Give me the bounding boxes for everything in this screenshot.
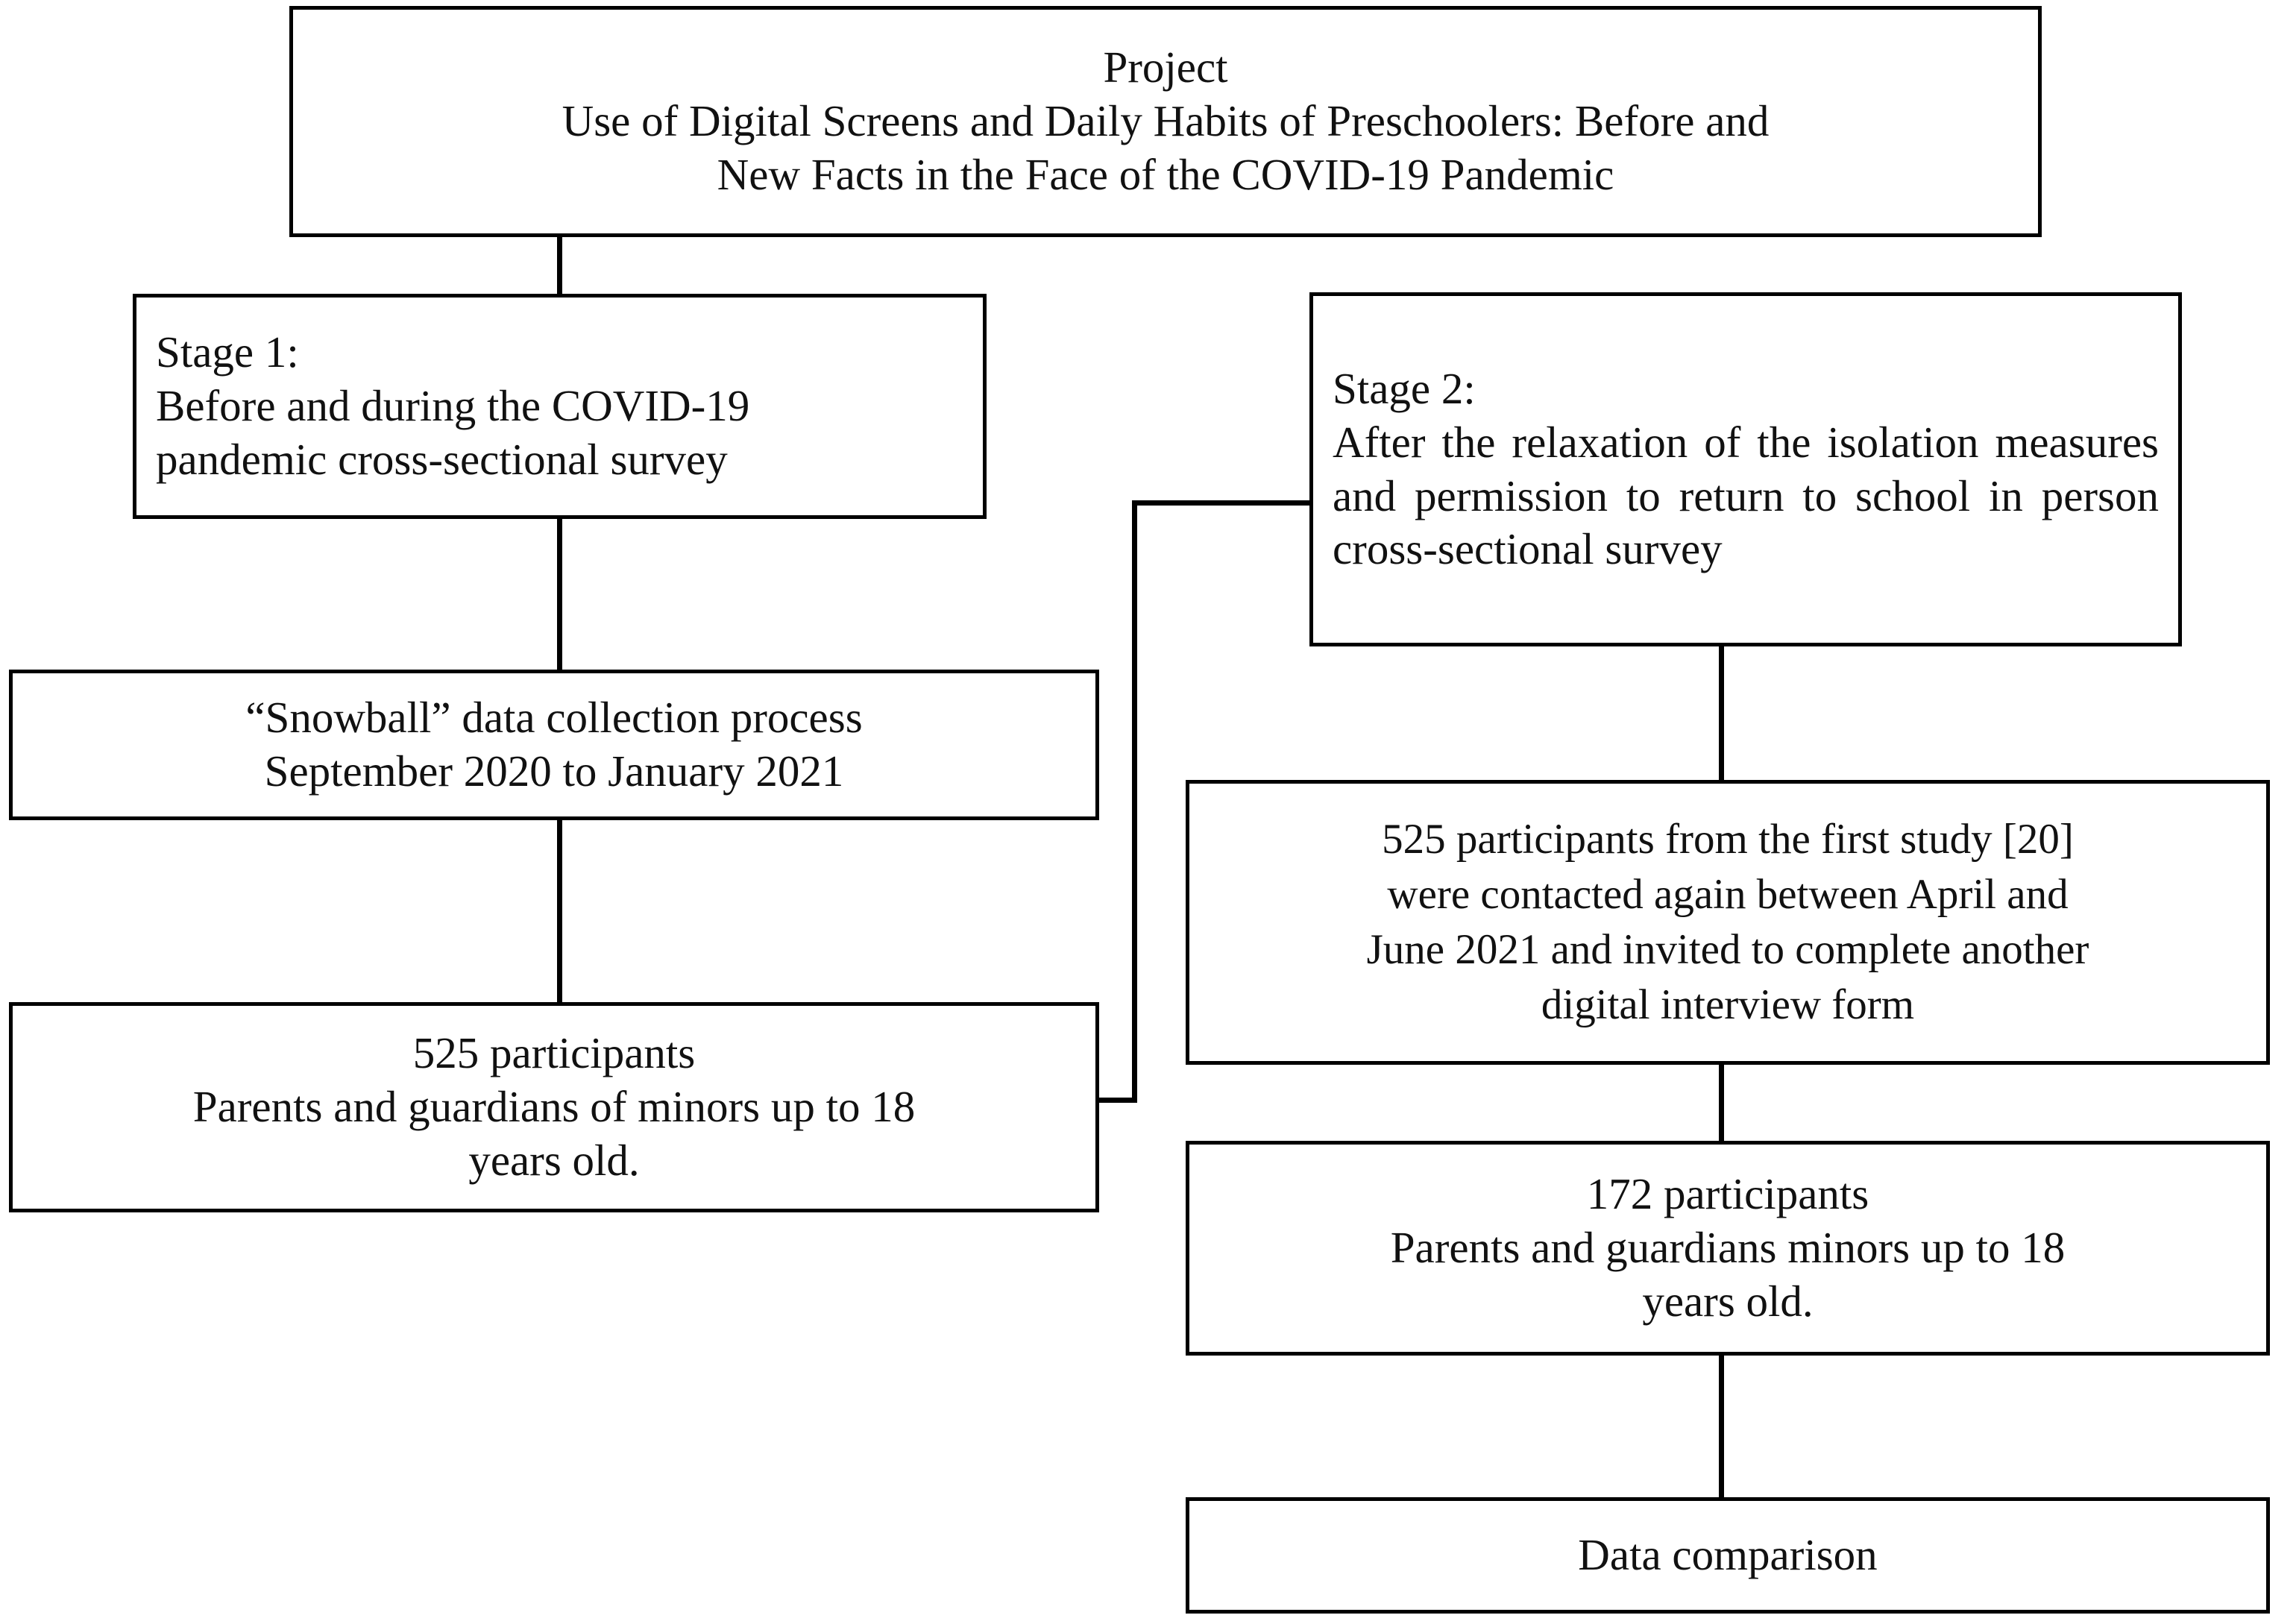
data-comparison-box: Data comparison <box>1186 1497 2270 1614</box>
project-title-line-2: Use of Digital Screens and Daily Habits … <box>562 96 1770 146</box>
stage1-line-3: pandemic cross-sectional survey <box>156 434 728 484</box>
participants-left-box: 525 participants Parents and guardians o… <box>9 1002 1099 1212</box>
connector-participants-right-to-comparison <box>1719 1353 1724 1500</box>
stage1-label: Stage 1: <box>156 327 299 377</box>
recontact-box: 525 participants from the first study [2… <box>1186 780 2270 1065</box>
project-title-line-3: New Facts in the Face of the COVID-19 Pa… <box>717 149 1614 199</box>
project-title-box: Project Use of Digital Screens and Daily… <box>289 6 2042 237</box>
connector-stage2-to-recontact <box>1719 645 1724 783</box>
connector-stage1-to-snowball <box>557 517 562 673</box>
participants-right-line-3: years old. <box>1642 1276 1814 1326</box>
connector-title-to-stage1 <box>557 234 562 301</box>
stage2-label: Stage 2: <box>1333 363 1476 413</box>
recontact-line-1: 525 participants from the first study [2… <box>1382 815 2074 863</box>
snowball-box: “Snowball” data collection process Septe… <box>9 670 1099 820</box>
connector-snowball-to-participants-left <box>557 819 562 1006</box>
recontact-line-4: digital interview form <box>1541 981 1915 1029</box>
recontact-line-2: were contacted again between April and <box>1387 870 2069 918</box>
participants-right-count: 172 participants <box>1586 1169 1869 1219</box>
participants-left-count: 525 participants <box>412 1028 696 1078</box>
stage1-box: Stage 1: Before and during the COVID-19 … <box>133 294 987 519</box>
project-title-line-1: Project <box>1103 43 1228 92</box>
stage2-box: Stage 2: After the relaxation of the iso… <box>1309 292 2182 646</box>
snowball-line-2: September 2020 to January 2021 <box>264 746 844 796</box>
connector-participants-left-to-elbow <box>1098 1098 1137 1103</box>
connector-elbow-vertical <box>1132 500 1137 1101</box>
snowball-line-1: “Snowball” data collection process <box>245 693 863 743</box>
connector-elbow-to-stage2 <box>1132 500 1309 506</box>
participants-left-line-3: years old. <box>468 1135 640 1185</box>
connector-recontact-to-participants-right <box>1719 1063 1724 1145</box>
participants-right-line-2: Parents and guardians minors up to 18 <box>1390 1223 2066 1273</box>
data-comparison-label: Data comparison <box>1578 1530 1878 1580</box>
participants-right-box: 172 participants Parents and guardians m… <box>1186 1141 2270 1356</box>
stage2-body: After the relaxation of the isolation me… <box>1333 417 2159 574</box>
stage1-line-2: Before and during the COVID-19 <box>156 381 750 431</box>
recontact-line-3: June 2021 and invited to complete anothe… <box>1366 926 2089 973</box>
participants-left-line-2: Parents and guardians of minors up to 18 <box>192 1082 916 1132</box>
